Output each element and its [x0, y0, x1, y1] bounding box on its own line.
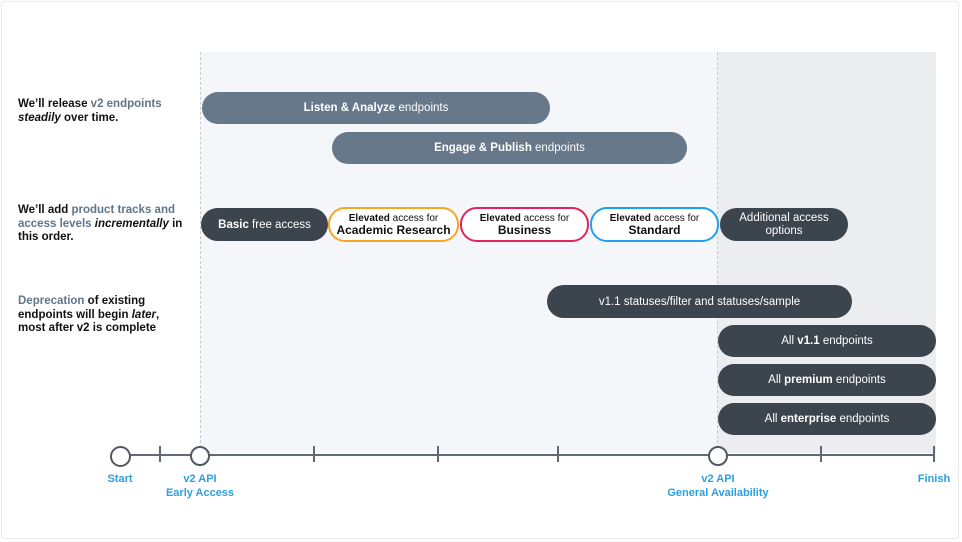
timeline-tick: [820, 446, 822, 462]
additional-access-options-bar: Additional access options: [720, 208, 848, 241]
timeline-finish-tick: [933, 446, 935, 462]
elevated-business-bar: Elevated access for Business: [460, 207, 589, 242]
all-enterprise-endpoints-bar: All enterprise endpoints: [718, 403, 936, 435]
finish-label: Finish: [917, 473, 951, 485]
timeline-tick: [557, 446, 559, 462]
row-tracks-text: We’ll add product tracks and access leve…: [18, 204, 183, 243]
start-label: Start: [107, 473, 133, 485]
general-availability-divider: [717, 52, 718, 453]
early-access-divider: [200, 52, 201, 453]
start-node: [110, 446, 131, 467]
engage-publish-bar: Engage & Publish endpoints: [332, 132, 687, 164]
all-v1-endpoints-bar: All v1.1 endpoints: [718, 325, 936, 357]
listen-analyze-bar: Listen & Analyze endpoints: [202, 92, 550, 124]
v1-statuses-bar: v1.1 statuses/filter and statuses/sample: [547, 285, 852, 318]
general-availability-node: [708, 446, 728, 466]
elevated-academic-research-bar: Elevated access for Academic Research: [328, 207, 459, 242]
elevated-standard-bar: Elevated access for Standard: [590, 207, 719, 242]
basic-access-bar: Basic free access: [201, 208, 328, 241]
early-access-node: [190, 446, 210, 466]
timeline-tick: [313, 446, 315, 462]
all-premium-endpoints-bar: All premium endpoints: [718, 364, 936, 396]
timeline-tick: [437, 446, 439, 462]
timeline-tick: [159, 446, 161, 462]
timeline-axis: [120, 454, 935, 456]
row-deprecation-text: Deprecation of existing endpoints will b…: [18, 295, 160, 334]
